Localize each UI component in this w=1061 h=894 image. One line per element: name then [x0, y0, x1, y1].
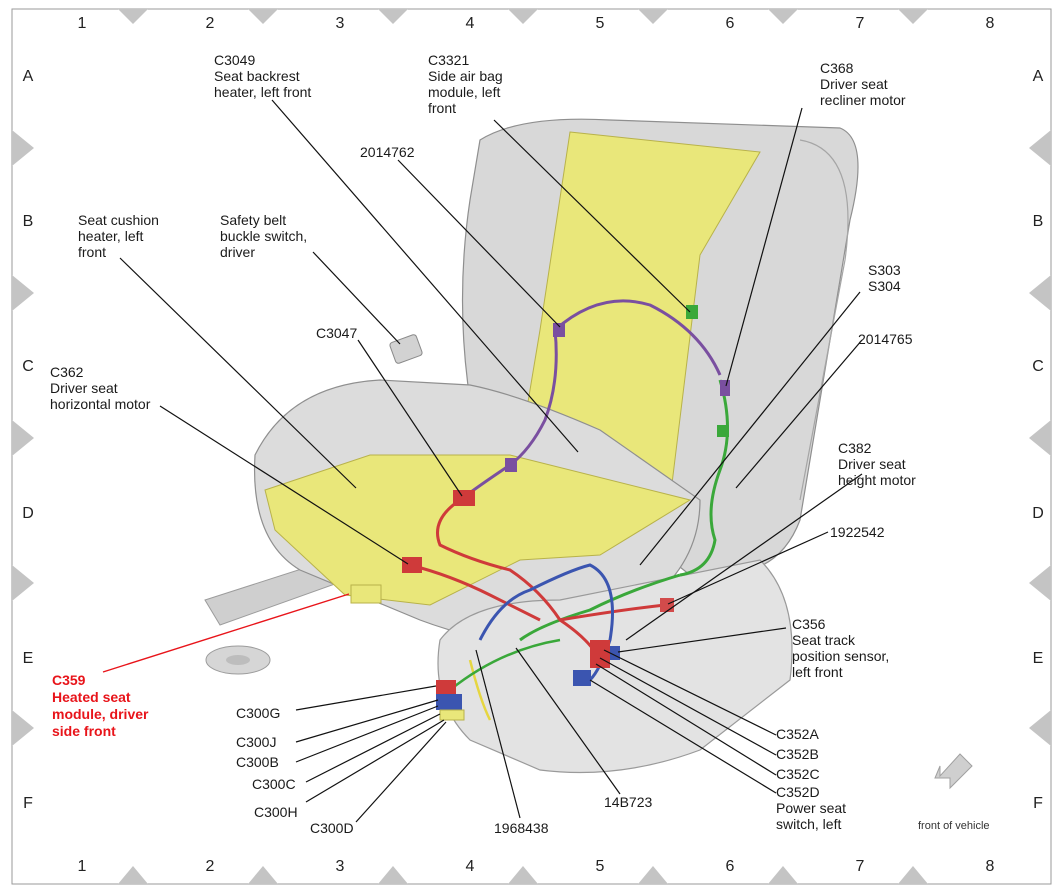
grid-row-b-left: B: [22, 213, 34, 230]
callout-c300b: C300B: [236, 754, 279, 770]
connector-c300b: [439, 709, 465, 721]
grid-col-8-bottom: 8: [985, 858, 995, 875]
grid-row-a-left: A: [22, 68, 34, 85]
grid-col-6-bottom: 6: [725, 858, 735, 875]
callout-c3047: C3047: [316, 325, 358, 341]
callout-14b723: 14B723: [604, 794, 653, 810]
leader-line-c359: [102, 593, 350, 673]
connector-c300j: [436, 694, 462, 710]
callout-c359: C359 Heated seat module, driver side fro…: [52, 672, 149, 739]
grid-col-4-bottom: 4: [465, 858, 475, 875]
callout-c300h: C300H: [254, 804, 298, 820]
grid-row-e-left: E: [22, 650, 34, 667]
connector-c300g: [436, 680, 456, 694]
frame-tabs-left: [12, 130, 34, 746]
callout-c3321: C3321 Side air bag module, left front: [428, 52, 503, 116]
cushion-heater-pad: [264, 454, 692, 606]
grid-row-d-right: D: [1032, 505, 1044, 522]
callout-c3049: C3049 Seat backrest heater, left front: [214, 52, 312, 100]
grid-row-c-right: C: [1032, 358, 1044, 375]
frame-tabs-top: [118, 9, 928, 24]
wire-green: [679, 379, 729, 577]
wire-red: [436, 498, 602, 661]
connector-c3049: [505, 458, 517, 472]
grid-col-5-bottom: 5: [595, 858, 605, 875]
leader-lines: [119, 99, 863, 823]
connector-c3321: [686, 305, 698, 319]
connector-c3047: [453, 490, 475, 506]
frame-tabs-bottom: [118, 866, 928, 884]
callout-c356: C356 Seat track position sensor, left fr…: [792, 616, 890, 680]
frame-tabs-right: [1029, 130, 1051, 746]
wire-yellow: [468, 659, 492, 721]
callout-1968438: 1968438: [494, 820, 549, 836]
callout-c300g: C300G: [236, 705, 281, 721]
grid-row-a-right: A: [1032, 68, 1044, 85]
connector-2014762: [553, 323, 565, 337]
callout-seat-cushion-heater: Seat cushion heater, left front: [78, 212, 159, 260]
callout-2014765: 2014765: [858, 331, 913, 347]
callout-c352b: C352B: [776, 746, 819, 762]
callout-c352c: C352C: [776, 766, 820, 782]
grid-row-c-left: C: [22, 358, 34, 375]
grid-col-8-top: 8: [985, 15, 995, 32]
grid-row-f-right: F: [1033, 795, 1043, 812]
grid-col-1-top: 1: [77, 15, 87, 32]
grid-col-4-top: 4: [465, 15, 475, 32]
callout-s303-s304: S303 S304: [868, 262, 901, 294]
grid-row-e-right: E: [1032, 650, 1044, 667]
callout-c382: C382 Driver seat height motor: [838, 440, 916, 488]
connector-1922542: [660, 598, 674, 612]
heated-seat-module: [350, 584, 382, 604]
callout-safety-belt-buckle: Safety belt buckle switch, driver: [220, 212, 308, 260]
grid-col-7-top: 7: [855, 15, 865, 32]
callout-2014762: 2014762: [360, 144, 415, 160]
grid-row-f-left: F: [23, 795, 33, 812]
callout-c352a: C352A: [776, 726, 819, 742]
front-of-vehicle-arrow: [934, 753, 973, 790]
grid-row-b-right: B: [1032, 213, 1044, 230]
callout-c352d: C352D Power seat switch, left: [776, 784, 847, 832]
grid-col-6-top: 6: [725, 15, 735, 32]
grid-col-7-bottom: 7: [855, 858, 865, 875]
callout-1922542: 1922542: [830, 524, 885, 540]
callout-c300d: C300D: [310, 820, 354, 836]
callout-c300c: C300C: [252, 776, 296, 792]
connector-c362: [402, 557, 422, 573]
callout-c362: C362 Driver seat horizontal motor: [50, 364, 151, 412]
wire-purple: [459, 329, 558, 502]
grid-col-2-bottom: 2: [205, 858, 215, 875]
grid-col-5-top: 5: [595, 15, 605, 32]
grid-col-3-top: 3: [335, 15, 345, 32]
grid-col-2-top: 2: [205, 15, 215, 32]
callout-c368: C368 Driver seat recliner motor: [820, 60, 906, 108]
grid-col-3-bottom: 3: [335, 858, 345, 875]
grid-col-1-bottom: 1: [77, 858, 87, 875]
connector-green-back: [717, 425, 729, 437]
connector-c352: [590, 640, 610, 668]
grid-row-d-left: D: [22, 505, 34, 522]
connector-c352d: [573, 670, 591, 686]
callout-c300j: C300J: [236, 734, 277, 750]
front-of-vehicle-label: front of vehicle: [918, 820, 990, 832]
connector-c368: [720, 380, 730, 396]
